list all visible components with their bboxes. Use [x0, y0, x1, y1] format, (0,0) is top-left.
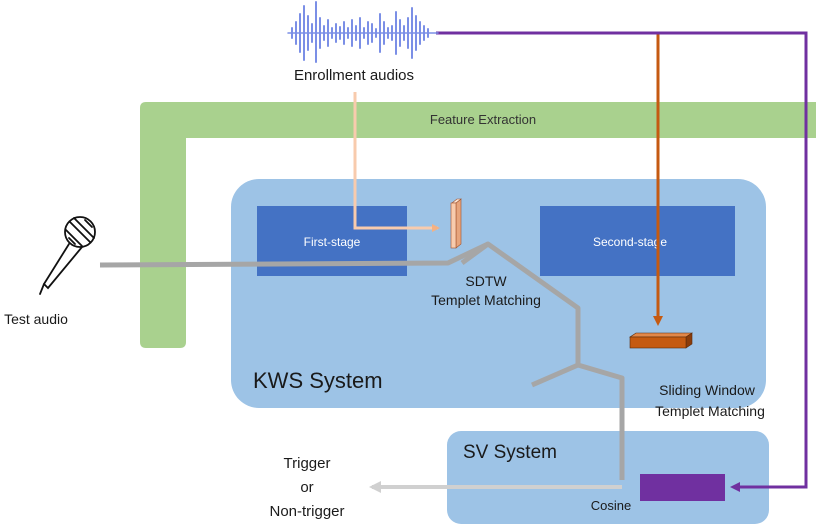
first-stage-template	[450, 198, 462, 249]
sdtw-templet-label: Templet Matching	[431, 292, 541, 308]
or-label: or	[300, 479, 313, 496]
first-stage-label: First-stage	[304, 235, 361, 249]
cosine-label: Cosine	[591, 498, 631, 513]
waveform-icon	[287, 1, 439, 63]
second-stage-label: Second-stage	[593, 235, 667, 249]
sv-system-label: SV System	[463, 442, 557, 463]
sliding-templet-label: Templet Matching	[655, 403, 765, 419]
test-audio-signal-path	[99, 241, 625, 480]
second-stage-template	[629, 332, 693, 349]
trigger-label: Trigger	[284, 455, 331, 472]
feature-extraction-band	[140, 102, 816, 348]
sliding-window-label: Sliding Window	[659, 382, 756, 398]
feature-extraction-label: Feature Extraction	[430, 112, 536, 127]
sdtw-label: SDTW	[465, 273, 507, 289]
kws-system-label: KWS System	[253, 368, 383, 393]
speaker-embedding-block	[640, 474, 725, 501]
non-trigger-label: Non-trigger	[269, 503, 344, 520]
enrollment-path-first-stage	[353, 92, 440, 232]
second-stage-box	[540, 206, 735, 276]
test-audio-label: Test audio	[4, 311, 68, 327]
enrollment-label: Enrollment audios	[294, 67, 414, 84]
enrollment-path-sv	[436, 31, 808, 492]
microphone-icon	[39, 216, 96, 295]
